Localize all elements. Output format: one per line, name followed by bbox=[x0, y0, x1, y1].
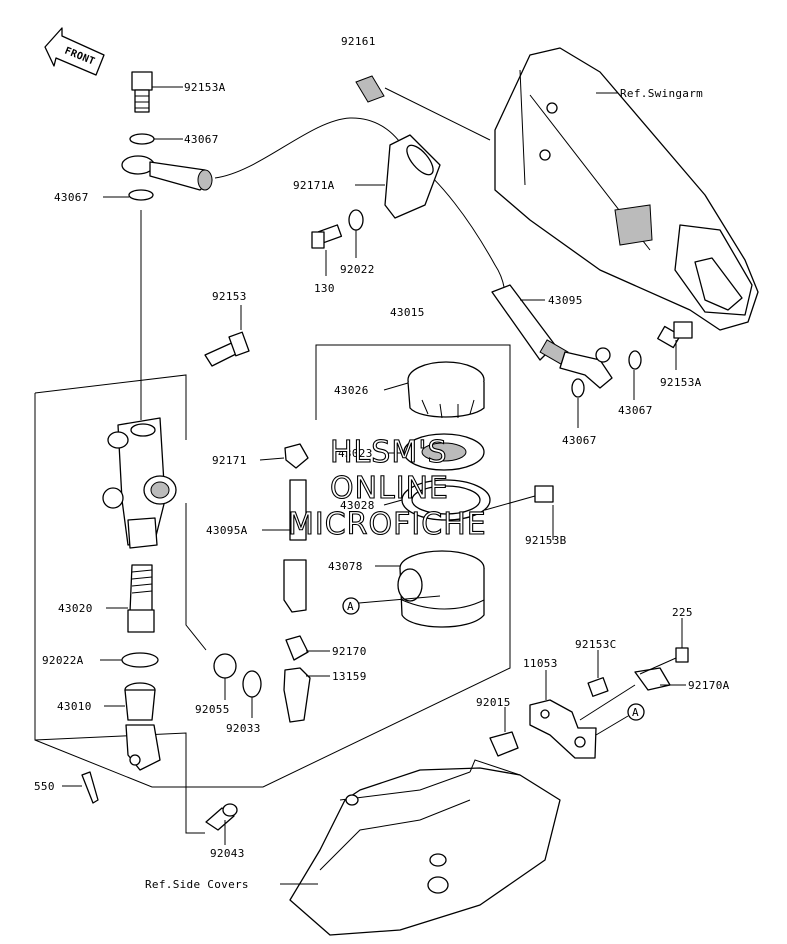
label-92015: 92015 bbox=[476, 696, 511, 709]
watermark-line-2: ONLINE bbox=[330, 471, 449, 506]
part-43067-right-a bbox=[628, 350, 642, 370]
part-43067-bottom bbox=[128, 189, 154, 201]
label-43067-lower: 43067 bbox=[562, 434, 597, 447]
label-ref-swingarm: Ref.Swingarm bbox=[620, 87, 703, 100]
part-92153A-top bbox=[131, 71, 153, 113]
part-92153C bbox=[587, 677, 609, 697]
swingarm-part bbox=[494, 47, 759, 331]
part-13159 bbox=[283, 667, 311, 723]
label-11053: 11053 bbox=[523, 657, 558, 670]
part-92022A bbox=[121, 652, 159, 668]
svg-text:A: A bbox=[347, 600, 354, 613]
label-43026: 43026 bbox=[334, 384, 369, 397]
label-92161: 92161 bbox=[341, 35, 376, 48]
part-92022 bbox=[348, 209, 364, 231]
reference-a-left: A bbox=[342, 595, 441, 615]
part-43026 bbox=[407, 361, 485, 419]
part-43010 bbox=[124, 682, 161, 771]
master-cylinder-body bbox=[102, 417, 177, 549]
part-92171 bbox=[284, 443, 309, 469]
part-11053 bbox=[529, 699, 597, 759]
front-arrow-icon: FRONT bbox=[44, 27, 105, 76]
watermark-line-1: HLSM'S bbox=[330, 435, 448, 470]
label-92153A-top: 92153A bbox=[184, 81, 226, 94]
label-43067-left: 43067 bbox=[54, 191, 89, 204]
label-43015: 43015 bbox=[390, 306, 425, 319]
label-130: 130 bbox=[314, 282, 335, 295]
label-92022: 92022 bbox=[340, 263, 375, 276]
watermark-line-3: MICROFICHE bbox=[288, 507, 487, 542]
label-92170A: 92170A bbox=[688, 679, 730, 692]
part-43020 bbox=[127, 564, 155, 633]
label-92055: 92055 bbox=[195, 703, 230, 716]
part-43078 bbox=[397, 550, 485, 628]
part-43067-top bbox=[129, 133, 155, 145]
label-ref-side-covers: Ref.Side Covers bbox=[145, 878, 249, 891]
label-43028: 43028 bbox=[340, 499, 375, 512]
label-92171: 92171 bbox=[212, 454, 247, 467]
label-92043: 92043 bbox=[210, 847, 245, 860]
label-43023: 43023 bbox=[338, 447, 373, 460]
part-92171A bbox=[384, 134, 441, 219]
part-43095A bbox=[283, 479, 307, 613]
label-92033: 92033 bbox=[226, 722, 261, 735]
side-cover-part bbox=[289, 759, 561, 936]
label-43010: 43010 bbox=[57, 700, 92, 713]
part-43023 bbox=[403, 433, 485, 471]
svg-text:A: A bbox=[632, 706, 639, 719]
label-92153: 92153 bbox=[212, 290, 247, 303]
label-43095A: 43095A bbox=[206, 524, 248, 537]
part-130 bbox=[311, 224, 343, 249]
part-92161 bbox=[355, 75, 385, 103]
part-92153 bbox=[204, 331, 250, 367]
label-92170: 92170 bbox=[332, 645, 367, 658]
label-92171A: 92171A bbox=[293, 179, 335, 192]
assembly-frame bbox=[34, 344, 511, 834]
part-43028 bbox=[401, 479, 491, 521]
part-92153B bbox=[484, 485, 554, 511]
label-92022A: 92022A bbox=[42, 654, 84, 667]
banjo-fitting bbox=[121, 155, 213, 191]
label-550: 550 bbox=[34, 780, 55, 793]
label-92153C: 92153C bbox=[575, 638, 617, 651]
label-92153B: 92153B bbox=[525, 534, 567, 547]
part-550 bbox=[81, 771, 99, 804]
label-43095: 43095 bbox=[548, 294, 583, 307]
part-92033 bbox=[242, 670, 262, 698]
label-13159: 13159 bbox=[332, 670, 367, 683]
label-43067-top: 43067 bbox=[184, 133, 219, 146]
part-43067-right-b bbox=[571, 378, 585, 398]
label-43078: 43078 bbox=[328, 560, 363, 573]
part-92055 bbox=[213, 653, 237, 679]
label-43020: 43020 bbox=[58, 602, 93, 615]
reference-a-right: A bbox=[595, 703, 645, 736]
part-92015 bbox=[489, 731, 519, 757]
leader-lines bbox=[62, 86, 686, 885]
label-225: 225 bbox=[672, 606, 693, 619]
watermark: HLSM'S ONLINE MICROFICHE bbox=[287, 434, 487, 542]
part-92153A-right bbox=[657, 321, 693, 349]
label-92153A-right: 92153A bbox=[660, 376, 702, 389]
label-43067-right: 43067 bbox=[618, 404, 653, 417]
part-43095 bbox=[491, 284, 613, 389]
part-92170 bbox=[285, 635, 309, 661]
part-92043 bbox=[205, 803, 238, 831]
part-labels: 92161 92153A 43067 43067 92171A Ref.Swin… bbox=[34, 35, 730, 891]
